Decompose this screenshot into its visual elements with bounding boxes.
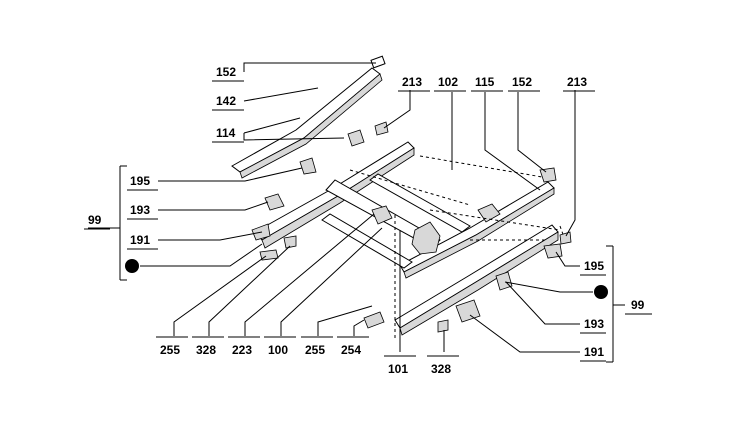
center-bracket xyxy=(411,221,441,255)
callout-191-left: 191 xyxy=(130,233,150,247)
end-cap-152 xyxy=(370,55,386,69)
left-side-rail-face xyxy=(261,147,415,249)
callout-193-left: 193 xyxy=(130,203,150,217)
part-328-right xyxy=(437,319,449,333)
small-bracket-a xyxy=(371,205,393,225)
part-152-right xyxy=(539,167,557,183)
filled-dot-left xyxy=(125,259,139,273)
part-191-right xyxy=(455,299,481,323)
leader-lines xyxy=(88,62,625,363)
callout-114: 114 xyxy=(216,126,236,140)
upper-rail-face xyxy=(239,73,383,179)
callout-191-right: 191 xyxy=(584,345,604,359)
callout-255-middle: 255 xyxy=(305,343,325,357)
callout-99-left: 99 xyxy=(88,213,102,227)
callout-152-top-right: 152 xyxy=(512,75,532,89)
callout-254: 254 xyxy=(341,343,361,357)
callout-213-top-right: 213 xyxy=(567,75,587,89)
callout-101: 101 xyxy=(388,362,408,376)
chassis-frame-drawing xyxy=(231,55,572,340)
part-213-right xyxy=(559,231,572,245)
filled-dot-right xyxy=(594,285,608,299)
part-193-right xyxy=(495,271,513,291)
callout-labels: 152 142 114 213 102 115 152 213 195 193 … xyxy=(84,65,652,376)
callout-115: 115 xyxy=(475,75,495,89)
upper-rail-part xyxy=(231,67,381,173)
callout-328-left: 328 xyxy=(196,343,216,357)
part-328-left xyxy=(283,235,297,249)
cross-member-rear xyxy=(321,213,413,269)
part-193-left xyxy=(264,193,285,211)
part-block-upper xyxy=(347,129,365,147)
callout-195-left: 195 xyxy=(130,174,150,188)
small-bracket-b xyxy=(477,203,501,223)
front-cross-rail-face xyxy=(403,187,555,279)
part-195-left xyxy=(299,157,317,175)
part-254 xyxy=(363,311,385,329)
callout-193-right: 193 xyxy=(584,317,604,331)
cross-member-middle xyxy=(369,173,471,233)
callout-255-left: 255 xyxy=(160,343,180,357)
callout-152-top-left: 152 xyxy=(216,65,236,79)
callout-99-right: 99 xyxy=(631,298,645,312)
callout-223: 223 xyxy=(232,343,252,357)
part-195-right xyxy=(543,243,563,259)
callout-195-right: 195 xyxy=(584,259,604,273)
callout-100: 100 xyxy=(268,343,288,357)
callout-213-top: 213 xyxy=(402,75,422,89)
part-213-left xyxy=(374,121,389,136)
right-side-rail-face xyxy=(399,231,559,336)
callout-102: 102 xyxy=(438,75,458,89)
callout-142: 142 xyxy=(216,94,236,108)
callout-328-bottom: 328 xyxy=(431,362,451,376)
